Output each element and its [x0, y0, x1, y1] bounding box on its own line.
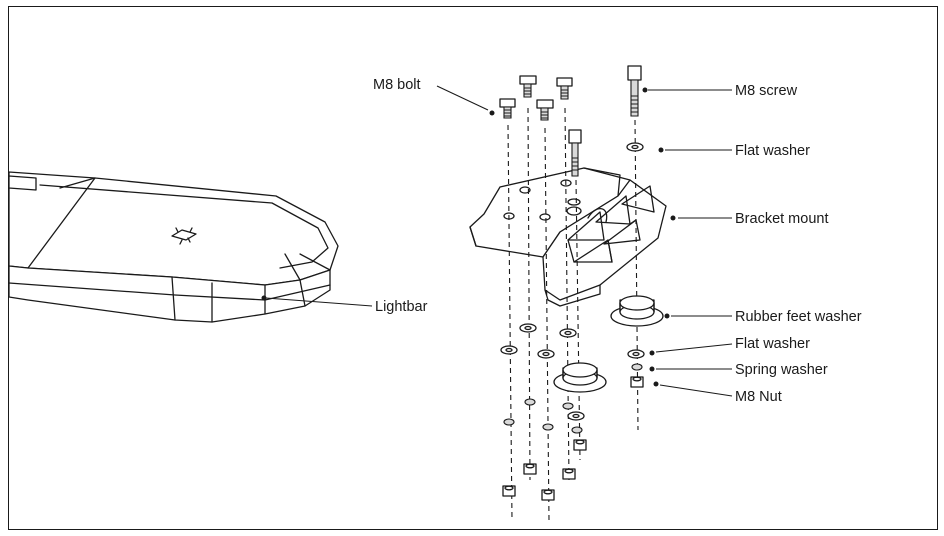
rubber-feet-washers [553, 295, 664, 393]
label-m8-nut: M8 Nut [735, 389, 782, 405]
flat-washers-lower [500, 323, 645, 421]
label-flat-washer-top: Flat washer [735, 143, 810, 159]
label-bracket-mount: Bracket mount [735, 211, 829, 227]
m8-bolts [499, 75, 582, 177]
label-m8-screw: M8 screw [735, 83, 798, 99]
lightbar [8, 171, 339, 323]
top-flat-washer [626, 142, 644, 152]
label-rubber-feet-washer: Rubber feet washer [735, 309, 862, 325]
label-flat-washer-bottom: Flat washer [735, 336, 810, 352]
m8-screw [627, 65, 642, 117]
label-lightbar: Lightbar [375, 299, 428, 315]
callout-labels: M8 bolt M8 screw Flat washer Bracket mou… [373, 77, 862, 405]
leader-lines [261, 85, 733, 397]
label-m8-bolt: M8 bolt [373, 77, 421, 93]
m8-nuts [502, 376, 644, 501]
spring-washers [503, 363, 643, 434]
label-spring-washer: Spring washer [735, 362, 828, 378]
bracket-mount [469, 167, 667, 307]
